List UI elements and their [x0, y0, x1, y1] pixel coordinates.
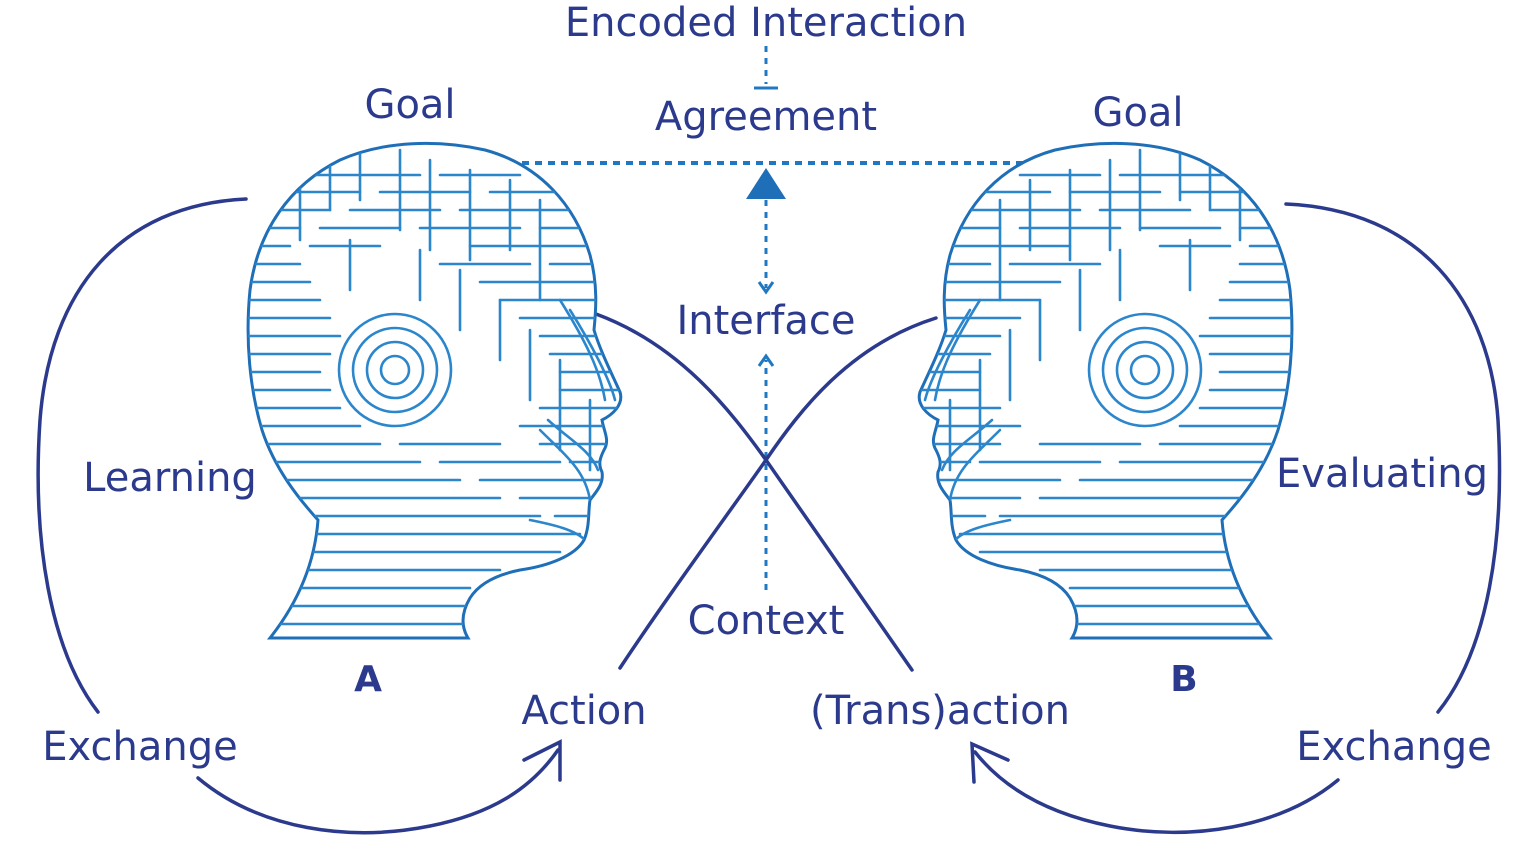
head-a-label: A	[354, 659, 382, 700]
learning-label: Learning	[83, 455, 257, 501]
goal-right-label: Goal	[1092, 90, 1183, 136]
agreement-label: Agreement	[655, 94, 877, 140]
encoded-interaction-label: Encoded Interaction	[565, 0, 967, 46]
interface-label: Interface	[676, 298, 855, 344]
head-b-label: B	[1170, 659, 1197, 700]
exchange-to-action-arrow	[196, 748, 560, 835]
exchange-right-label: Exchange	[1296, 724, 1491, 770]
exchange-to-transaction-arrow	[973, 750, 1340, 835]
head-b-maze-icon	[915, 143, 1300, 638]
arrowhead-action-icon	[522, 739, 562, 782]
evaluating-label: Evaluating	[1276, 451, 1488, 497]
action-label: Action	[521, 688, 646, 734]
learning-loop-curve	[36, 197, 248, 714]
arrow-up-to-interface-icon	[757, 353, 775, 367]
context-label: Context	[688, 598, 845, 644]
goal-left-label: Goal	[364, 82, 455, 128]
evaluating-loop-curve	[1284, 202, 1502, 714]
head-a-maze-icon	[240, 143, 625, 638]
crossing-curve-b-to-action	[618, 316, 938, 670]
exchange-left-label: Exchange	[42, 724, 237, 770]
arrowhead-transaction-icon	[970, 741, 1010, 784]
arrow-down-to-interface-icon	[757, 281, 775, 295]
transaction-label: (Trans)action	[810, 688, 1070, 734]
triangle-up-arrow-icon	[746, 168, 786, 199]
